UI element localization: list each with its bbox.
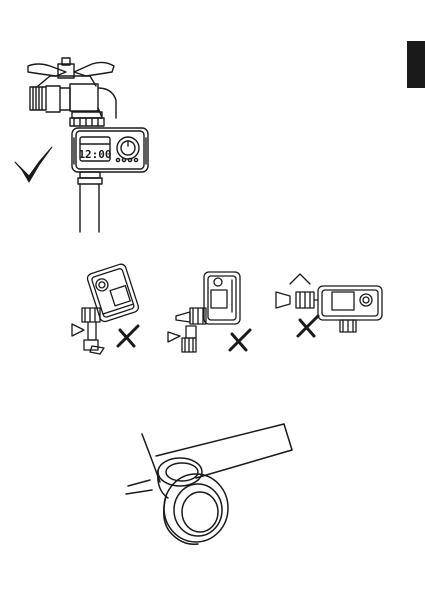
incorrect-installation-figure [0, 250, 425, 365]
cross-mark-icon [230, 330, 250, 350]
cross-mark-icon [118, 326, 138, 346]
wrench-on-nut-illustration [126, 424, 292, 544]
correct-installation-figure: 12:00 [0, 0, 425, 240]
check-mark-icon [15, 147, 52, 182]
incorrect-example-inverted [168, 272, 240, 352]
timer-display-value: 12:00 [78, 148, 111, 161]
tightening-figure [0, 420, 425, 560]
faucet [28, 58, 116, 126]
cross-mark-icon [298, 316, 318, 336]
water-timer [72, 128, 148, 232]
incorrect-example-horizontal [276, 274, 382, 332]
